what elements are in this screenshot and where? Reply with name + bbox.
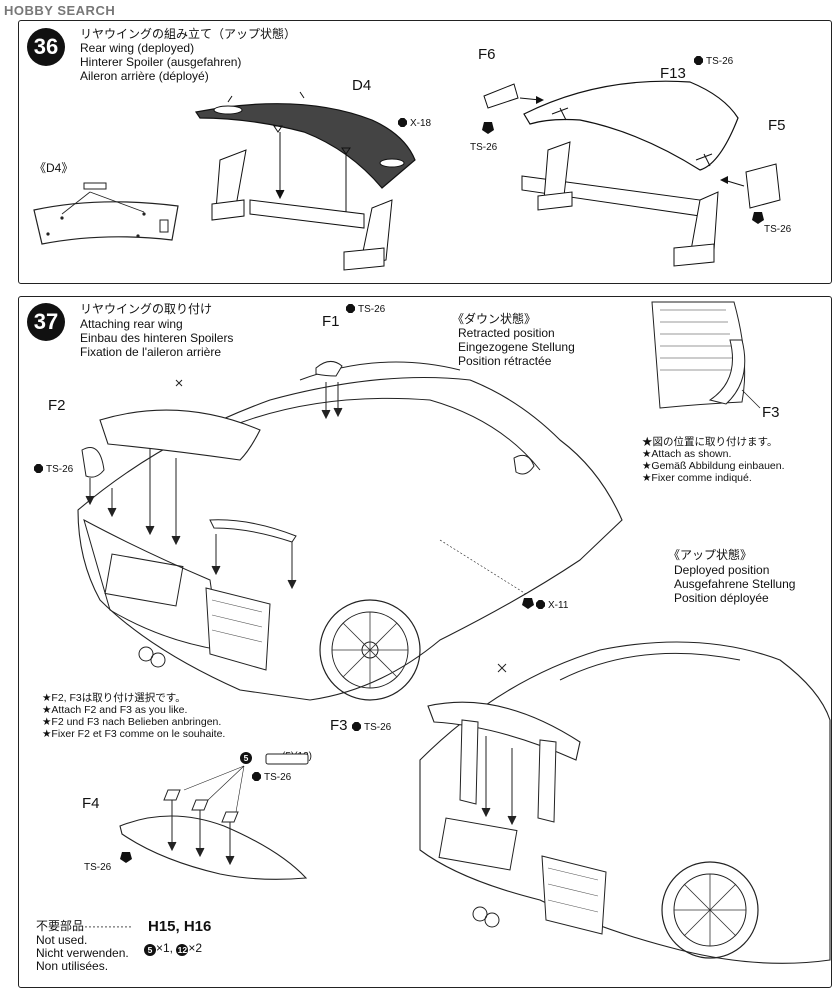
label-d4-detail: 《D4》 [34, 161, 74, 175]
not-used-row: 不要部品············ [36, 920, 132, 933]
attach-note-de: ★Gemäß Abbildung einbauen. [642, 460, 785, 472]
step-36-title-en: Rear wing (deployed) [80, 41, 195, 55]
label-x18: X-18 [398, 118, 431, 129]
paint-ts26-f3: TS-26 [352, 722, 391, 733]
choice-note-en: ★Attach F2 and F3 as you like. [42, 704, 188, 716]
label-count-5: 5 [240, 752, 252, 764]
not-used-dots: ············ [84, 919, 132, 933]
label-f4: F4 [82, 795, 100, 812]
retracted-jp: 《ダウン状態》 [452, 312, 537, 326]
not-used-en: Not used. [36, 933, 88, 947]
screw-icon [536, 600, 545, 609]
paint-ts26-f5: TS-26 [764, 224, 792, 235]
paint-icon [694, 56, 703, 65]
paint-ts26-f4: TS-26 [84, 862, 112, 873]
part-5-badge: 5 [144, 944, 156, 956]
not-used-fr: Non utilisées. [36, 959, 109, 973]
attach-note-fr: ★Fixer comme indiqué. [642, 472, 752, 484]
step-36-number: 36 [27, 28, 65, 66]
paint-ts26-f2: TS-26 [34, 464, 73, 475]
deployed-jp: 《アップ状態》 [668, 548, 753, 562]
paint-icon [352, 722, 361, 731]
choice-note-jp: ★F2, F3は取り付け選択です。 [42, 692, 186, 704]
step-36-title-fr: Aileron arrière (déployé) [80, 69, 209, 83]
paint-icon [252, 772, 261, 781]
retracted-de: Eingezogene Stellung [458, 340, 575, 354]
step-37-title-jp: リヤウイングの取り付け [80, 302, 213, 316]
choice-note-fr: ★Fixer F2 et F3 comme on le souhaite. [42, 728, 226, 740]
attach-note-jp: ★図の位置に取り付けます。 [642, 436, 778, 448]
part-12-badge: 12 [176, 944, 189, 956]
label-f6: F6 [478, 46, 496, 63]
retracted-fr: Position rétractée [458, 354, 552, 368]
step-37-title-de: Einbau des hinteren Spoilers [80, 331, 234, 345]
label-f13: F13 [660, 65, 686, 82]
paint-icon [34, 464, 43, 473]
label-f2: F2 [48, 397, 66, 414]
label-f3-inset: F3 [762, 404, 780, 421]
paint-ts26-f1: TS-26 [346, 304, 385, 315]
paint-ts26-f6: TS-26 [470, 142, 498, 153]
choice-note-de: ★F2 und F3 nach Belieben anbringen. [42, 716, 222, 728]
step-37-title-en: Attaching rear wing [80, 317, 183, 331]
label-f1: F1 [322, 313, 340, 330]
label-x11: X-11 [536, 600, 568, 611]
deployed-fr: Position déployée [674, 591, 769, 605]
step-36-title-jp: リヤウイングの組み立て（アップ状態） [80, 27, 297, 41]
step-37-title-fr: Fixation de l'aileron arrière [80, 345, 222, 359]
step-37-number: 37 [27, 303, 65, 341]
not-used-parts: H15, H16 [148, 918, 212, 935]
screw-icon [398, 118, 407, 127]
retracted-en: Retracted position [458, 326, 555, 340]
step-36-illustration [33, 80, 781, 271]
deployed-en: Deployed position [674, 563, 770, 577]
paint-icon [346, 304, 355, 313]
attach-note-en: ★Attach as shown. [642, 448, 732, 460]
paint-ts26-f13: TS-26 [694, 56, 733, 67]
step-36-title-de: Hinterer Spoiler (ausgefahren) [80, 55, 242, 69]
not-used-qty: 5×1, 12×2 [144, 942, 202, 956]
deployed-de: Ausgefahrene Stellung [674, 577, 796, 591]
label-f5: F5 [768, 117, 786, 134]
watermark: HOBBY SEARCH [4, 3, 116, 18]
label-f3-main: F3 [330, 717, 348, 734]
label-d4: D4 [352, 77, 372, 94]
not-used-jp: 不要部品 [36, 919, 85, 933]
paint-ts26-f4-top: TS-26 [252, 772, 291, 783]
not-used-de: Nicht verwenden. [36, 946, 129, 960]
